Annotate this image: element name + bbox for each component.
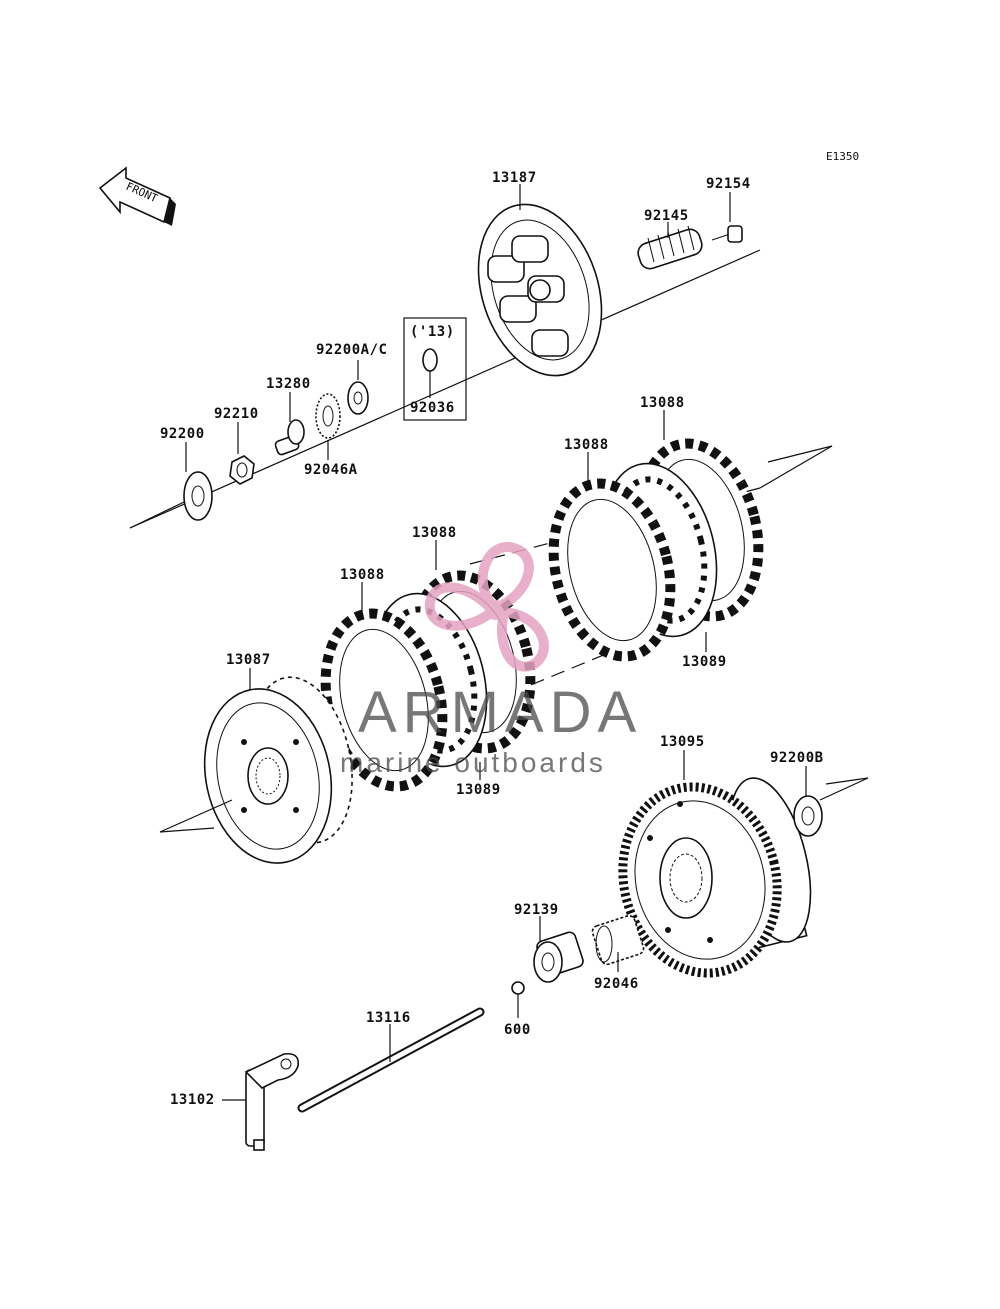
bearing-92046a	[315, 393, 341, 439]
clutch-hub-13087	[203, 676, 353, 864]
part-label-92046: 92046	[594, 976, 639, 992]
clutch-housing-13095	[618, 777, 812, 978]
part-label-600: 600	[504, 1022, 531, 1038]
armada-watermark: ARMADA marine outboards	[340, 542, 642, 778]
pusher-13280	[274, 419, 305, 456]
part-label-13187: 13187	[492, 170, 537, 186]
part-label-92210: 92210	[214, 406, 259, 422]
part-label-13280: 13280	[266, 376, 311, 392]
part-label-92036: 92036	[410, 400, 455, 416]
steel-ball-600	[511, 981, 525, 995]
part-label-13087: 13087	[226, 652, 271, 668]
nut-92210	[229, 455, 255, 485]
part-label-13088-a: 13088	[340, 567, 385, 583]
part-label-92200b: 92200B	[770, 750, 824, 766]
part-label-13095: 13095	[660, 734, 705, 750]
part-label-13089-a: 13089	[456, 782, 501, 798]
friction-plate-13088-c	[548, 478, 676, 662]
front-arrow-icon: FRONT	[98, 166, 176, 226]
collar-92139	[533, 931, 584, 983]
part-label-92046a: 92046A	[304, 462, 358, 478]
part-label-92145: 92145	[644, 208, 689, 224]
part-label-13088-c: 13088	[564, 437, 609, 453]
snap-ring-92036	[422, 348, 438, 372]
needle-bearing-92046	[591, 914, 645, 966]
part-label-13102: 13102	[170, 1092, 215, 1108]
spring-92145	[637, 225, 703, 270]
bolt-92154	[711, 225, 743, 243]
part-label-13088-d: 13088	[640, 395, 685, 411]
washer-92200b	[793, 795, 823, 837]
watermark-brand: ARMADA	[358, 680, 642, 745]
pressure-plate-13187	[477, 203, 603, 377]
lock-washer-92200	[183, 471, 213, 521]
part-label-13088-b: 13088	[412, 525, 457, 541]
push-rod-13116	[297, 1007, 485, 1113]
watermark-tagline: marine outboards	[340, 747, 606, 778]
part-label-13089-b: 13089	[682, 654, 727, 670]
part-label-13116: 13116	[366, 1010, 411, 1026]
model-year-bracket	[403, 317, 467, 421]
washer-92200ac	[347, 381, 369, 415]
release-shaft-13102	[244, 1052, 300, 1151]
part-label-92139: 92139	[514, 902, 559, 918]
bracket-note: ('13)	[410, 324, 455, 340]
diagram-code: E1350	[826, 150, 859, 163]
part-label-92200ac: 92200A/C	[316, 342, 387, 358]
part-label-92154: 92154	[706, 176, 751, 192]
part-label-92200: 92200	[160, 426, 205, 442]
propeller-logo-icon	[424, 542, 549, 672]
